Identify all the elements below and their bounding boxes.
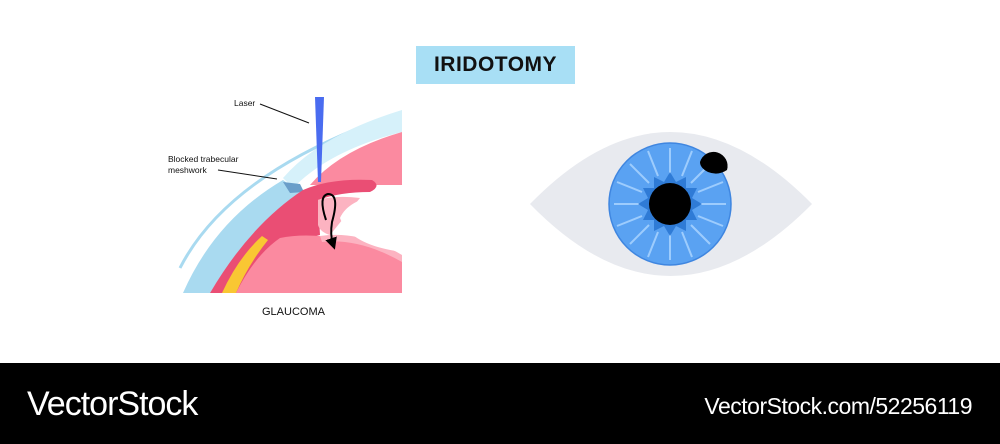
glaucoma-caption: GLAUCOMA xyxy=(262,306,325,318)
diagram-title: IRIDOTOMY xyxy=(433,53,558,76)
blocked-meshwork-label: Blocked trabecular meshwork xyxy=(168,154,238,176)
illustration xyxy=(178,97,812,293)
iridotomy-hole xyxy=(700,151,728,174)
title-badge: IRIDOTOMY xyxy=(416,46,575,84)
stock-id-link[interactable]: VectorStock.com/52256119 xyxy=(704,393,972,419)
laser-leader-line xyxy=(259,103,310,124)
pupil xyxy=(649,183,691,225)
blocked-meshwork-label-line2: meshwork xyxy=(168,165,207,175)
footer-bar: VectorStock VectorStock.com/52256119 xyxy=(0,363,1000,444)
eye-front-view xyxy=(530,132,812,276)
laser-label: Laser xyxy=(234,98,256,108)
meshwork-leader-line xyxy=(217,169,278,180)
glaucoma-cross-section xyxy=(178,97,402,293)
blocked-meshwork-label-line1: Blocked trabecular xyxy=(168,154,239,164)
brand-logo-text: VectorStock xyxy=(27,385,198,423)
